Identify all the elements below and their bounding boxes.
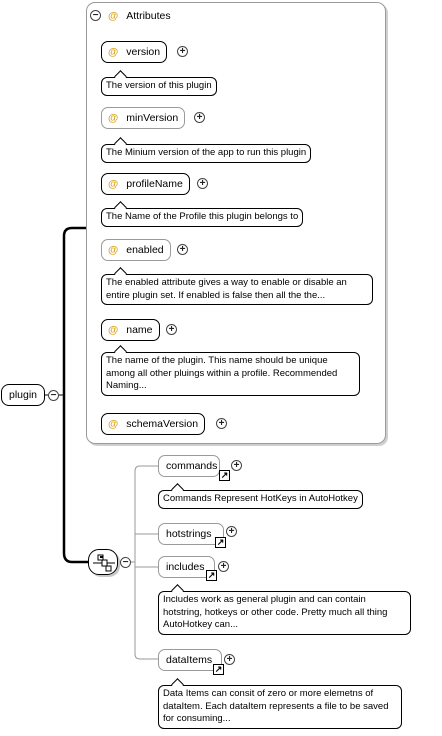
- sequence-collapse-toggle[interactable]: −: [120, 557, 131, 568]
- expand-toggle-profilename[interactable]: +: [197, 178, 208, 189]
- attributes-collapse-toggle[interactable]: −: [90, 10, 101, 21]
- collapse-icon: −: [122, 557, 129, 568]
- element-commands[interactable]: commands: [158, 455, 220, 477]
- doc-text: The enabled attribute gives a way to ena…: [106, 277, 347, 301]
- expand-icon: +: [179, 46, 186, 57]
- collapse-icon: −: [92, 10, 99, 21]
- expand-icon: +: [199, 178, 206, 189]
- doc-profilename: The Name of the Profile this plugin belo…: [101, 208, 304, 227]
- element-name: hotstrings: [166, 528, 212, 540]
- ref-glyph: ↗: [207, 570, 216, 580]
- expand-toggle-enabled[interactable]: +: [177, 244, 188, 255]
- attributes-title: @ Attributes: [108, 10, 171, 22]
- expand-icon: +: [220, 561, 227, 572]
- expand-icon: +: [226, 654, 233, 665]
- doc-text: Includes work as general plugin and can …: [163, 594, 388, 630]
- element-hotstrings[interactable]: hotstrings: [158, 523, 224, 545]
- collapse-icon: −: [50, 390, 57, 401]
- doc-text: The version of this plugin: [106, 80, 212, 91]
- reference-arrow-icon: ↗: [213, 664, 224, 675]
- element-dataitems[interactable]: dataItems: [158, 649, 222, 671]
- sequence-icon: [93, 554, 115, 572]
- attribute-minversion[interactable]: @ minVersion: [101, 107, 186, 129]
- doc-text: The Minium version of the app to run thi…: [106, 147, 307, 158]
- attribute-icon: @: [108, 244, 119, 256]
- attribute-name: profileName: [126, 178, 183, 190]
- attribute-schemaversion[interactable]: @ schemaVersion: [101, 413, 206, 435]
- root-label: plugin: [9, 389, 38, 401]
- doc-version: The version of this plugin: [101, 77, 217, 96]
- doc-dataitems: Data Items can consit of zero or more el…: [158, 685, 402, 729]
- doc-enabled: The enabled attribute gives a way to ena…: [101, 274, 373, 305]
- expand-toggle-dataitems[interactable]: +: [224, 654, 235, 665]
- ref-glyph: ↗: [220, 470, 229, 480]
- attribute-name-label: name: [126, 324, 153, 336]
- attribute-name: minVersion: [126, 112, 179, 124]
- attribute-name[interactable]: @ name: [101, 319, 160, 341]
- root-element-plugin[interactable]: plugin: [1, 384, 46, 406]
- attributes-title-text: Attributes: [126, 10, 171, 22]
- attribute-name: schemaVersion: [126, 418, 199, 430]
- attribute-icon: @: [108, 46, 119, 58]
- expand-icon: +: [196, 112, 203, 123]
- expand-toggle-commands[interactable]: +: [231, 460, 242, 471]
- expand-icon: +: [228, 526, 235, 537]
- expand-icon: +: [218, 418, 225, 429]
- reference-arrow-icon: ↗: [206, 570, 217, 581]
- doc-name: The name of the plugin. This name should…: [101, 352, 360, 396]
- expand-toggle-name[interactable]: +: [166, 324, 177, 335]
- attribute-name: enabled: [126, 244, 164, 256]
- attribute-name: version: [126, 46, 161, 58]
- attribute-icon: @: [108, 418, 119, 430]
- expand-toggle-minversion[interactable]: +: [194, 112, 205, 123]
- expand-toggle-includes[interactable]: +: [218, 561, 229, 572]
- doc-minversion: The Minium version of the app to run thi…: [101, 144, 312, 163]
- doc-includes: Includes work as general plugin and can …: [158, 591, 411, 635]
- element-name: includes: [166, 561, 205, 573]
- doc-text: The Name of the Profile this plugin belo…: [106, 211, 299, 222]
- doc-commands: Commands Represent HotKeys in AutoHotkey: [158, 490, 363, 509]
- expand-toggle-hotstrings[interactable]: +: [226, 526, 237, 537]
- ref-glyph: ↗: [214, 664, 223, 674]
- doc-text: Commands Represent HotKeys in AutoHotkey: [163, 493, 358, 504]
- attribute-enabled[interactable]: @ enabled: [101, 239, 171, 261]
- expand-toggle-version[interactable]: +: [177, 46, 188, 57]
- reference-arrow-icon: ↗: [219, 470, 230, 481]
- attribute-icon: @: [108, 112, 119, 124]
- attribute-icon: @: [108, 178, 119, 190]
- sequence-compositor[interactable]: [88, 549, 118, 575]
- element-includes[interactable]: includes: [158, 556, 215, 578]
- root-collapse-toggle[interactable]: −: [48, 390, 59, 401]
- expand-icon: +: [233, 460, 240, 471]
- doc-text: The name of the plugin. This name should…: [106, 355, 338, 391]
- expand-icon: +: [179, 244, 186, 255]
- doc-text: Data Items can consit of zero or more el…: [163, 688, 389, 724]
- attribute-version[interactable]: @ version: [101, 41, 168, 63]
- attribute-icon: @: [108, 10, 119, 22]
- attribute-icon: @: [108, 324, 119, 336]
- expand-toggle-schemaversion[interactable]: +: [216, 418, 227, 429]
- attribute-profilename[interactable]: @ profileName: [101, 173, 190, 195]
- element-name: commands: [166, 460, 218, 472]
- element-name: dataItems: [166, 654, 213, 666]
- ref-glyph: ↗: [216, 537, 225, 547]
- reference-arrow-icon: ↗: [215, 537, 226, 548]
- expand-icon: +: [168, 324, 175, 335]
